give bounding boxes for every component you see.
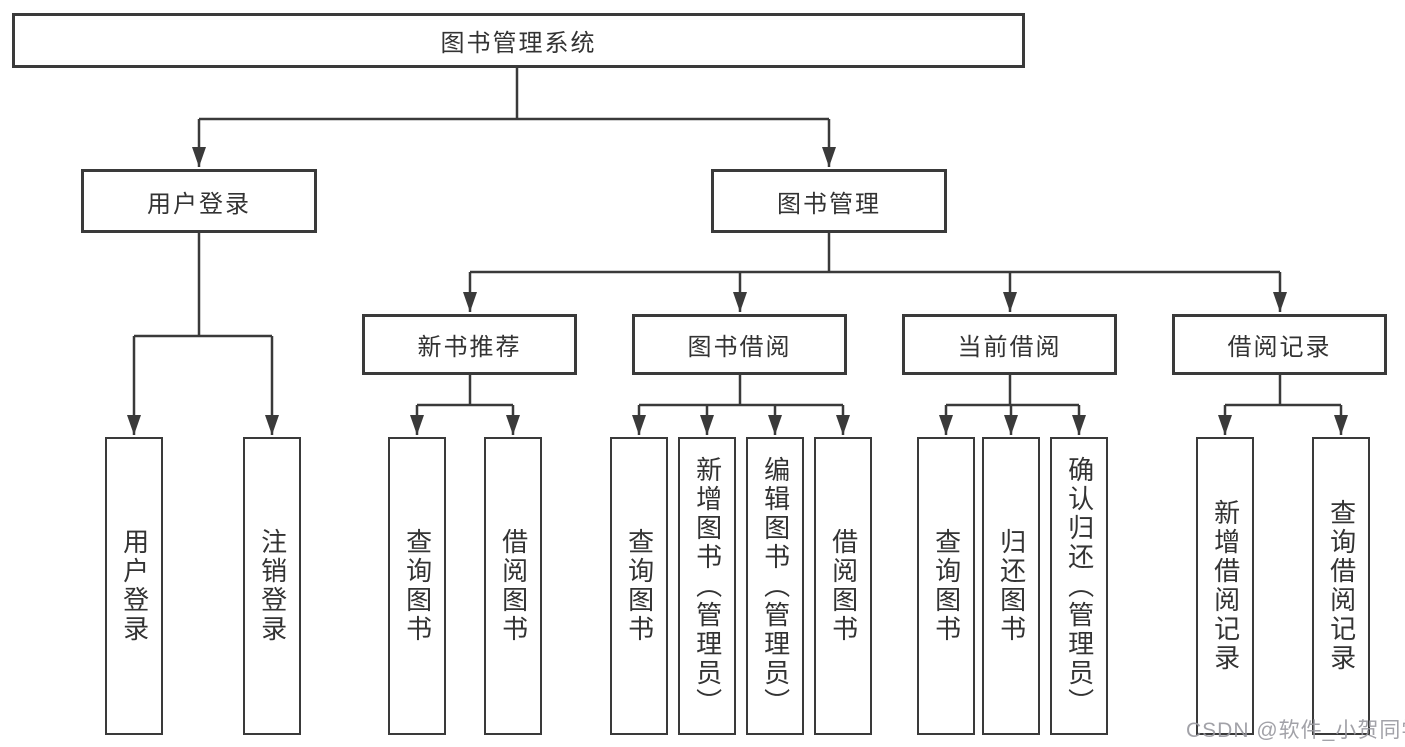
leaf-borrow-books-borrowing: 借阅图书 (814, 437, 872, 735)
node-root-library-system: 图书管理系统 (12, 13, 1025, 68)
leaf-query-books-current: 查询图书 (917, 437, 975, 735)
node-current-borrowing: 当前借阅 (902, 314, 1117, 375)
leaf-confirm-return-admin: 确认归还（管理员） (1050, 437, 1108, 735)
node-new-book-recommend: 新书推荐 (362, 314, 577, 375)
node-borrow-records: 借阅记录 (1172, 314, 1387, 375)
node-book-management: 图书管理 (711, 169, 947, 233)
csdn-watermark: CSDN @软件_小贺同学 (1186, 719, 1405, 742)
leaf-query-borrow-record: 查询借阅记录 (1312, 437, 1370, 735)
leaf-add-book-admin: 新增图书（管理员） (678, 437, 736, 735)
tree-arrows (127, 119, 1348, 435)
node-book-borrowing: 图书借阅 (632, 314, 847, 375)
leaf-query-books-borrowing: 查询图书 (610, 437, 668, 735)
node-user-login: 用户登录 (81, 169, 317, 233)
leaf-add-borrow-record: 新增借阅记录 (1196, 437, 1254, 735)
leaf-logout: 注销登录 (243, 437, 301, 735)
leaf-query-books-recommend: 查询图书 (388, 437, 446, 735)
leaf-borrow-books-recommend: 借阅图书 (484, 437, 542, 735)
leaf-edit-book-admin: 编辑图书（管理员） (746, 437, 804, 735)
leaf-return-books: 归还图书 (982, 437, 1040, 735)
leaf-user-login: 用户登录 (105, 437, 163, 735)
